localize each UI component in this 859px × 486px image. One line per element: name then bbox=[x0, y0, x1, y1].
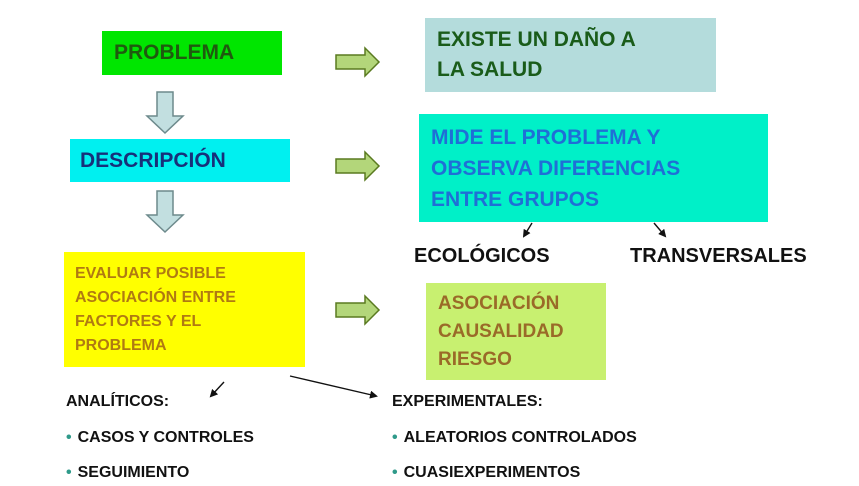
pointer-arrow-experimentales-icon bbox=[289, 375, 378, 399]
right-arrow-icon bbox=[335, 294, 381, 326]
pointer-arrow-analiticos-icon bbox=[209, 381, 225, 398]
asociacion-line-3: RIESGO bbox=[438, 348, 512, 370]
experimentales-item-1: ALEATORIOS CONTROLADOS bbox=[403, 429, 637, 446]
bullet-icon: • bbox=[392, 429, 398, 446]
experimentales-label: EXPERIMENTALES: bbox=[392, 393, 543, 410]
existe-dano-box: EXISTE UN DAÑO A LA SALUD bbox=[425, 18, 716, 92]
bullet-icon: • bbox=[66, 464, 72, 481]
pointer-arrow-ecologicos-icon bbox=[522, 222, 533, 238]
asociacion-line-1: ASOCIACIÓN bbox=[438, 292, 560, 314]
evaluar-asociacion-box: EVALUAR POSIBLE ASOCIACIÓN ENTRE FACTORE… bbox=[64, 252, 305, 367]
down-arrow-icon bbox=[145, 91, 185, 135]
right-arrow-icon bbox=[335, 46, 381, 78]
bullet-icon: • bbox=[392, 464, 398, 481]
right-arrow-icon bbox=[335, 150, 381, 182]
mide-line-2: OBSERVA DIFERENCIAS bbox=[431, 156, 681, 180]
descripcion-text: DESCRIPCIÓN bbox=[80, 148, 226, 172]
ecologicos-label: ECOLÓGICOS bbox=[414, 245, 550, 267]
list-item: • CUASIEXPERIMENTOS bbox=[392, 464, 580, 482]
asociacion-line-2: CAUSALIDAD bbox=[438, 320, 564, 342]
analiticos-label: ANALÍTICOS: bbox=[66, 393, 170, 410]
list-item: • CASOS Y CONTROLES bbox=[66, 429, 254, 447]
asociacion-box: ASOCIACIÓN CAUSALIDAD RIESGO bbox=[426, 283, 606, 380]
evaluar-line-3: FACTORES Y EL bbox=[75, 312, 202, 330]
bullet-icon: • bbox=[66, 429, 72, 446]
mide-problema-box: MIDE EL PROBLEMA Y OBSERVA DIFERENCIAS E… bbox=[419, 114, 768, 222]
analiticos-item-2: SEGUIMIENTO bbox=[77, 464, 190, 481]
existe-dano-line-2: LA SALUD bbox=[437, 58, 543, 81]
evaluar-line-2: ASOCIACIÓN ENTRE bbox=[75, 288, 236, 306]
problema-box: PROBLEMA bbox=[102, 31, 282, 75]
list-item: • ALEATORIOS CONTROLADOS bbox=[392, 429, 637, 447]
mide-line-3: ENTRE GRUPOS bbox=[431, 187, 600, 211]
list-item: • SEGUIMIENTO bbox=[66, 464, 189, 482]
experimentales-item-2: CUASIEXPERIMENTOS bbox=[403, 464, 581, 481]
evaluar-line-1: EVALUAR POSIBLE bbox=[75, 264, 226, 282]
existe-dano-line-1: EXISTE UN DAÑO A bbox=[437, 28, 636, 51]
pointer-arrow-transversales-icon bbox=[653, 222, 667, 238]
transversales-label: TRANSVERSALES bbox=[630, 245, 807, 267]
down-arrow-icon bbox=[145, 190, 185, 234]
evaluar-line-4: PROBLEMA bbox=[75, 336, 167, 354]
problema-text: PROBLEMA bbox=[114, 41, 235, 64]
descripcion-box: DESCRIPCIÓN bbox=[70, 139, 290, 182]
mide-line-1: MIDE EL PROBLEMA Y bbox=[431, 125, 661, 149]
analiticos-item-1: CASOS Y CONTROLES bbox=[77, 429, 254, 446]
